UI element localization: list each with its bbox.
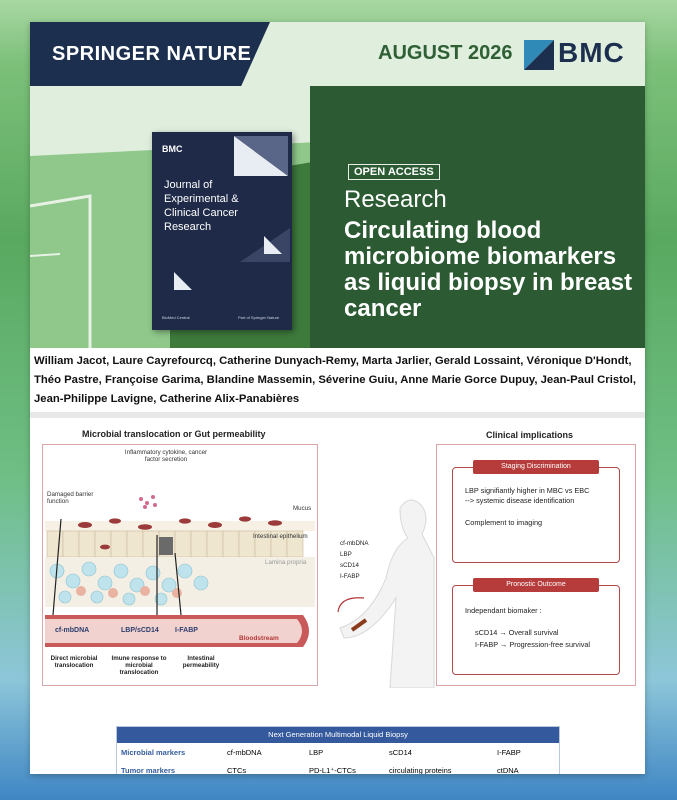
table-cell: sCD14 [389, 748, 412, 757]
row-label: Microbial markers [121, 748, 186, 757]
blood-marker-list: cf-mbDNA LBP sCD14 I-FABP [340, 538, 369, 582]
vessel-marker-ifabp: I-FABP [175, 627, 198, 634]
table-cell: ctDNA [497, 766, 519, 774]
graphical-abstract-card: SPRINGER NATURE AUGUST 2026 BMC BMC Jour… [30, 22, 645, 774]
left-panel-title: Microbial translocation or Gut permeabil… [82, 429, 266, 439]
gut-illustration: Inflammatory cytokine, cancer factor sec… [45, 447, 315, 683]
right-panel-title: Clinical implications [486, 430, 574, 440]
gut-scene [45, 447, 315, 683]
divider [30, 412, 645, 418]
epithelium-label: Intestinal epithelium [253, 533, 308, 540]
row-label: Tumor markers [121, 766, 176, 774]
springer-nature-logo: SPRINGER NATURE [30, 22, 270, 86]
journal-cover: BMC Journal of Experimental & Clinical C… [152, 132, 292, 330]
staging-title: Staging Discrimination [473, 460, 599, 474]
table-cell: circulating proteins [389, 766, 452, 774]
author-list: William Jacot, Laure Cayrefourcq, Cather… [34, 355, 637, 405]
table-cell: I-FABP [497, 748, 521, 757]
cover-journal-title: Journal of Experimental & Clinical Cance… [164, 179, 239, 233]
bloodstream-label: Bloodstream [239, 635, 279, 642]
staging-box: Staging Discrimination LBP signifiantly … [452, 460, 620, 563]
mechanism-direct: Direct microbial translocation [50, 655, 98, 669]
staging-line-2: --> systemic disease identification [465, 496, 575, 505]
open-access-badge: OPEN ACCESS [348, 164, 440, 180]
article-title: Circulating blood microbiome biomarkers … [344, 217, 633, 322]
mechanism-permeability: Intestinal permeability [182, 655, 220, 669]
staging-line-3: Complement to imaging [465, 518, 543, 527]
damaged-barrier-label: Damaged barrier function [47, 491, 94, 505]
lamina-label: Lamina propria [265, 559, 307, 566]
cytokine-label: Inflammatory cytokine, cancer factor sec… [124, 449, 208, 463]
vessel-marker-cfmbdna: cf-mbDNA [55, 627, 90, 634]
cover-triangle-icon [264, 236, 282, 254]
bmc-logo-text: BMC [558, 37, 625, 68]
prognostic-line-1: Independant biomaker : [465, 606, 542, 615]
article-banner: BMC Journal of Experimental & Clinical C… [30, 86, 645, 348]
issue-date: AUGUST 2026 [378, 42, 513, 64]
prognostic-item-1: sCD14 → Overall survival [475, 628, 559, 637]
staging-line-1: LBP signifiantly higher in MBC vs EBC [465, 486, 590, 495]
cover-triangle-icon [174, 272, 192, 290]
graphical-abstract-figure: Microbial translocation or Gut permeabil… [30, 418, 645, 774]
cover-triangle-icon [234, 136, 288, 176]
clinical-panel: Staging Discrimination LBP signifiantly … [436, 444, 636, 686]
biomarker-table: Next Generation Multimodal Liquid Biopsy… [116, 726, 560, 774]
table-row: Tumor markers CTCs PD-L1⁺-CTCs circulati… [117, 761, 559, 774]
table-cell: PD-L1⁺-CTCs [309, 766, 356, 774]
mucus-label: Mucus [293, 505, 312, 512]
blood-marker: cf-mbDNA [340, 540, 369, 547]
table-title: Next Generation Multimodal Liquid Biopsy [117, 727, 559, 743]
table-cell: CTCs [227, 766, 247, 774]
prognostic-title: Pronostic Outcome [473, 578, 599, 592]
bmc-logo-icon [524, 40, 554, 70]
cover-footer-right: Part of Springer Nature [238, 315, 280, 320]
prognostic-item-2: I-FABP → Progression-free survival [475, 640, 591, 649]
table-cell: LBP [309, 748, 324, 757]
table-row: Microbial markers cf-mbDNA LBP sCD14 I-F… [117, 743, 559, 761]
cover-brand: BMC [162, 144, 183, 154]
blood-marker: LBP [340, 551, 352, 558]
header-bar: SPRINGER NATURE AUGUST 2026 BMC [30, 22, 645, 86]
mechanism-immune: Imune response to microbial translocatio… [111, 655, 167, 676]
table-cell: cf-mbDNA [227, 748, 262, 757]
article-type: Research [344, 186, 447, 213]
vessel-marker-lbp: LBP/sCD14 [121, 627, 159, 634]
cover-footer-left: BioMed Central [162, 315, 190, 320]
blood-marker: sCD14 [340, 562, 359, 569]
patient-arm-illustration [337, 499, 435, 688]
blood-marker: I-FABP [340, 573, 360, 580]
gut-panel: Inflammatory cytokine, cancer factor sec… [42, 444, 318, 686]
prognostic-box: Pronostic Outcome Independant biomaker :… [452, 578, 620, 675]
